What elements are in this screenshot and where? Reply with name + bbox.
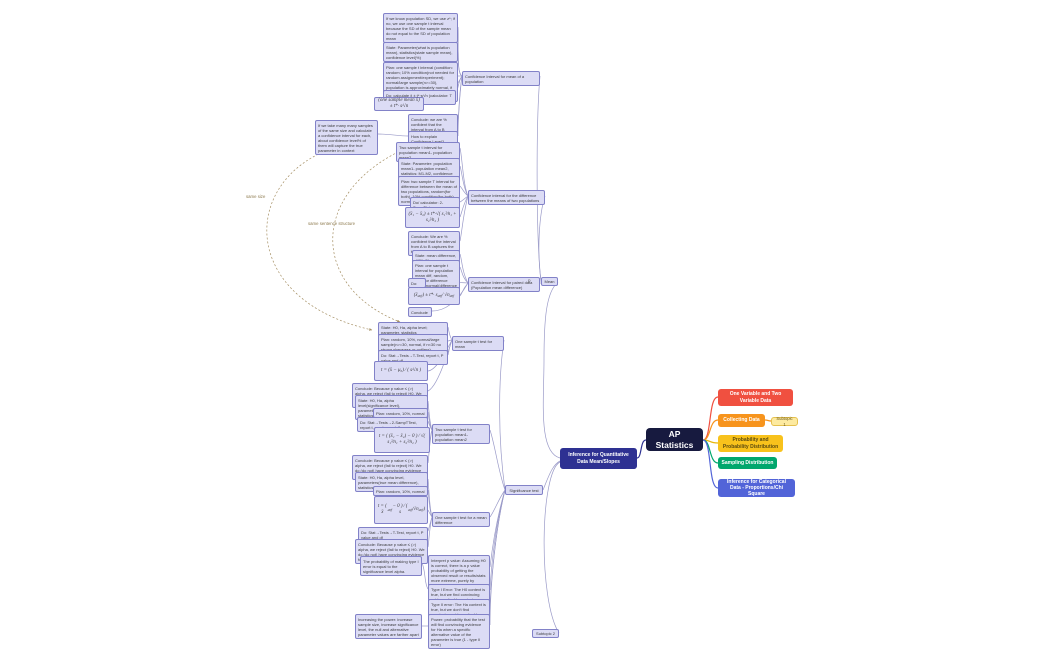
edge [377, 133, 409, 137]
edge [427, 400, 433, 431]
node-header-ci-two[interactable]: Confidence interval for the difference b… [468, 190, 545, 205]
node-ci-two-title[interactable]: Two sample t interval for population mea… [396, 142, 460, 162]
edge [427, 489, 433, 518]
node-test-one-plan[interactable]: Plan: random, 10%, normal/large sample(n… [378, 334, 448, 354]
edge [457, 26, 463, 77]
node-header-test-two[interactable]: Two sample t test for population mean1- … [432, 424, 490, 444]
branch-one-two-variable-data[interactable]: One Variable and Two Variable Data [718, 389, 793, 406]
edge [489, 429, 506, 491]
edge [427, 509, 433, 518]
node-test-two-formula[interactable]: t = ( (x̄₁ − x̄₂) − 0 ) ⁄ √( s₁²⁄n₁ + s₂… [374, 427, 430, 453]
edge [702, 419, 719, 441]
edge [447, 326, 453, 341]
node-header-ci-paired[interactable]: Confidence Interval for paired data (Pop… [468, 277, 540, 292]
node-header-test-paired[interactable]: One sample t test for a mean difference [432, 512, 490, 527]
edge [457, 75, 463, 137]
edge [427, 420, 433, 431]
edge [459, 253, 469, 284]
edge [702, 439, 719, 489]
relationship-arc-same-sentence [332, 149, 403, 323]
edge [542, 460, 561, 491]
edge [457, 49, 463, 77]
branch-sampling-distribution[interactable]: Sampling Distribution [718, 457, 777, 469]
node-ci-mean-many-samples[interactable]: If we take many many samples of the same… [315, 120, 378, 155]
edge [636, 439, 647, 459]
node-header-ci-mean[interactable]: Confidence Interval for mean of a popula… [462, 71, 540, 86]
node-ci-mean-state[interactable]: State: Parameter(what is population mean… [383, 42, 458, 62]
edge [499, 339, 506, 491]
branch-inference-quantitative[interactable]: Inference for Quantitative Data Mean/Slo… [560, 448, 637, 469]
edge [764, 419, 772, 422]
edge [543, 461, 561, 634]
node-significance-test[interactable]: Significance test [505, 485, 543, 495]
edge [459, 195, 469, 203]
label-p: p [528, 278, 531, 283]
branch-probability-distribution[interactable]: Probability and Probability Distribution [718, 435, 783, 452]
edge [538, 195, 546, 283]
edge [427, 339, 453, 392]
node-ci-paired-conclude[interactable]: Conclude [408, 307, 432, 317]
root-ap-statistics[interactable]: AP Statistics [646, 428, 703, 451]
relationship-arc-same-size [266, 147, 373, 331]
edge [459, 195, 469, 218]
branch-collecting-data[interactable]: Collecting Data [718, 414, 765, 427]
edge [489, 489, 506, 626]
edge [702, 396, 719, 441]
edge [421, 562, 429, 590]
node-header-test-one[interactable]: One sample t test for mean [452, 336, 504, 351]
node-increasing-power[interactable]: Increasing the power: increase sample si… [355, 614, 422, 639]
edge [447, 339, 453, 342]
edge [459, 195, 469, 242]
node-subtopic-1[interactable]: Subtopic 1 [771, 416, 798, 427]
node-power[interactable]: Power: probability that the test will fi… [428, 614, 490, 649]
relationship-label-same-size[interactable]: same size [246, 194, 266, 199]
node-type1-probability[interactable]: The probability of making type I error i… [360, 556, 422, 576]
node-mean[interactable]: Mean [541, 277, 558, 286]
relationship-label-same-sentence[interactable]: same sentence structure [308, 221, 356, 226]
edge [489, 489, 506, 518]
node-ci-mean-intro[interactable]: If we know population SD, we use z*; if … [383, 13, 458, 43]
node-ci-mean-formula[interactable]: (one sample mean x̄) ± t*· s⁄√n [374, 97, 424, 111]
edge [542, 281, 561, 459]
edge [427, 516, 433, 548]
edge [459, 165, 469, 197]
edge [459, 147, 469, 197]
edge [459, 185, 469, 197]
node-test-one-formula[interactable]: t = (x̄ − μ₀) ⁄ ( s⁄√n ) [374, 361, 428, 381]
node-ci-two-formula[interactable]: (x̄₁ − x̄₂) ± t*·√( s₁²⁄n₁ + s₂²⁄n₂ ) [405, 207, 460, 228]
node-test-paired-plan[interactable]: Plan: random, 10%, normal [373, 486, 428, 496]
edge [459, 266, 469, 284]
branch-inference-categorical[interactable]: Inference for Categorical Data - Proport… [718, 479, 795, 497]
node-subtopic-2[interactable]: Subtopic 2 [532, 629, 559, 638]
